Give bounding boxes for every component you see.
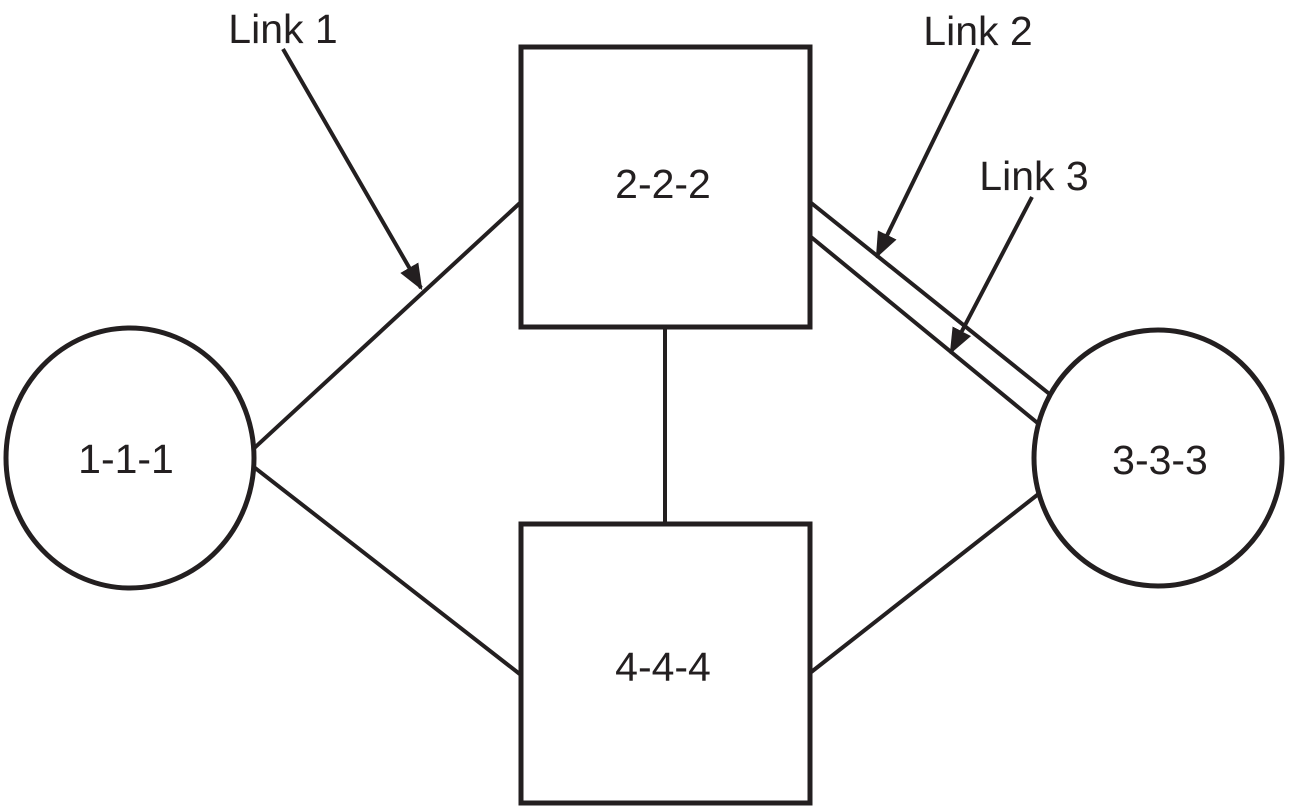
link-line-2-2-2-to-3-3-3-lower bbox=[809, 235, 1042, 427]
node-circle-1-1-1 bbox=[3, 325, 257, 591]
node-square-4-4-4 bbox=[518, 521, 813, 806]
node-circle-3-3-3 bbox=[1031, 327, 1285, 589]
link-2-arrow bbox=[875, 48, 980, 259]
link-1-label: Link 1 bbox=[228, 6, 337, 52]
node-label-4-4-4: 4-4-4 bbox=[615, 644, 711, 690]
node-square-2-2-2 bbox=[518, 44, 813, 330]
link-3-label: Link 3 bbox=[979, 153, 1088, 199]
node-label-3-3-3: 3-3-3 bbox=[1112, 437, 1208, 483]
link-3-arrow bbox=[949, 196, 1034, 355]
link-line-4-4-4-to-3-3-3 bbox=[808, 490, 1043, 675]
node-label-2-2-2: 2-2-2 bbox=[615, 161, 711, 207]
link-line-1-1-1-to-4-4-4 bbox=[248, 462, 523, 677]
node-label-1-1-1: 1-1-1 bbox=[78, 436, 174, 482]
link-line-1-1-1-to-2-2-2 bbox=[248, 200, 523, 454]
link-2-label: Link 2 bbox=[923, 8, 1032, 54]
link-line-2-2-2-to-3-3-3-upper bbox=[808, 200, 1054, 398]
link-1-arrow bbox=[281, 47, 423, 291]
